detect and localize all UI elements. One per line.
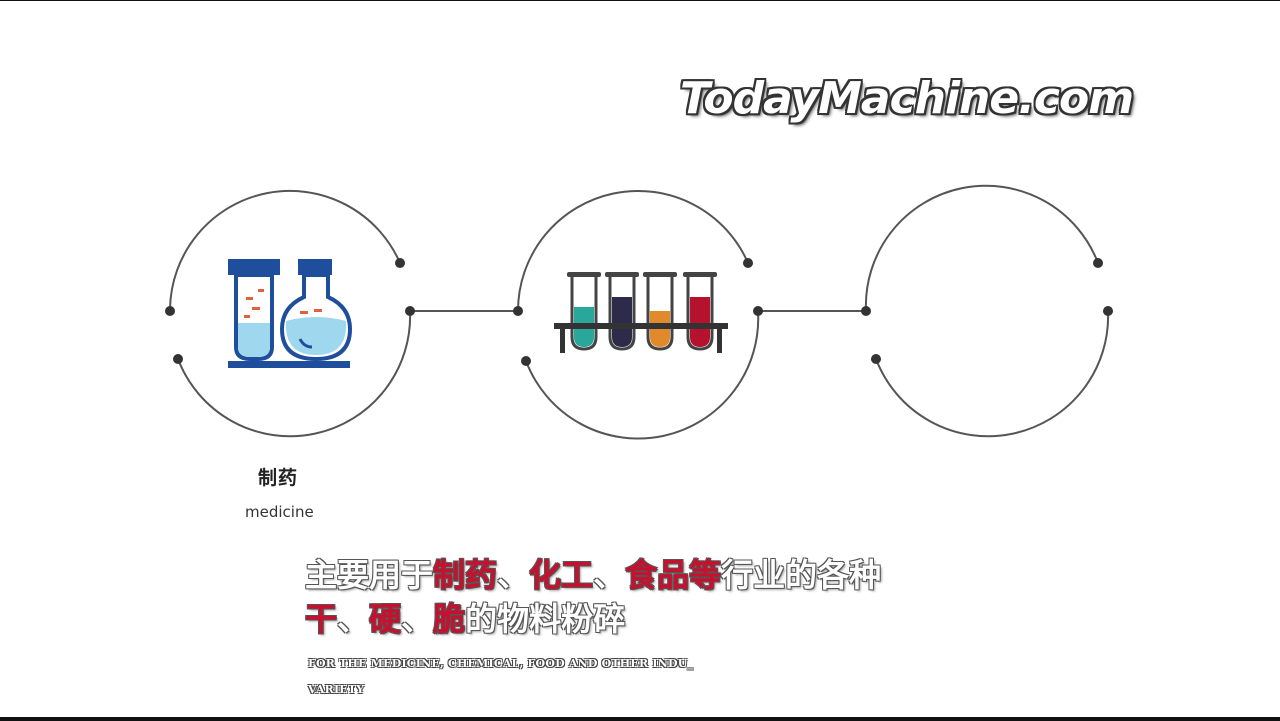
- caption-segment: 的物料粉碎: [465, 600, 626, 638]
- item-1-label-en: medicine: [245, 503, 314, 521]
- caption-highlight: 脆: [433, 600, 466, 638]
- caption-highlight: 化工: [529, 556, 594, 594]
- test-tube-flask-icon: [228, 259, 353, 368]
- test-tube-rack-icon: [554, 272, 728, 353]
- watermark-logo: TodayMachine.com: [680, 73, 1134, 124]
- caption-segment: 行业的各种: [721, 556, 882, 594]
- caption-segment: 主要用于: [305, 556, 434, 594]
- item-1-label-zh: 制药: [258, 467, 299, 489]
- circle-1: [169, 189, 412, 438]
- caption-segment: 、: [401, 600, 434, 638]
- caption-line-1: 主要用于制药、化工、食品等行业的各种: [305, 553, 881, 597]
- caption-en-line-2: VARIETY: [308, 683, 365, 696]
- caption-highlight: 食品等: [625, 556, 722, 594]
- caption-segment: 、: [497, 556, 530, 594]
- caption-segment: 、: [593, 556, 626, 594]
- caption-zh: 主要用于制药、化工、食品等行业的各种 干、硬、脆的物料粉碎: [305, 553, 881, 641]
- caption-line-2: 干、硬、脆的物料粉碎: [305, 597, 881, 641]
- bottom-border: [0, 717, 1280, 721]
- caption-segment: 、: [337, 600, 370, 638]
- circle-2: [517, 189, 760, 440]
- connector-dots: [165, 258, 1113, 366]
- caption-en-line-1: FOR THE MEDICINE, CHEMICAL, FOOD AND OTH…: [308, 657, 694, 670]
- caption-highlight: 制药: [433, 556, 498, 594]
- caption-en: FOR THE MEDICINE, CHEMICAL, FOOD AND OTH…: [308, 651, 693, 703]
- circle-3: [864, 184, 1110, 438]
- caption-highlight: 干: [305, 600, 338, 638]
- caption-highlight: 硬: [369, 600, 402, 638]
